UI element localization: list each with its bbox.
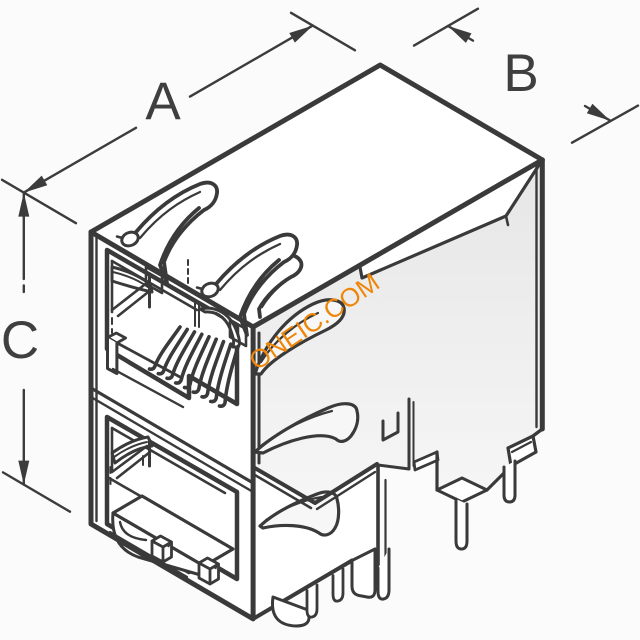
- dimension-b: [446, 24, 612, 122]
- drawing-path: [106, 331, 127, 345]
- drawing-path: [350, 547, 377, 562]
- drawing-path: [208, 342, 233, 404]
- extension-line: [570, 104, 640, 144]
- drawing-path: [111, 494, 235, 568]
- drawing-path: [110, 259, 199, 312]
- rj45-port-top: [104, 247, 241, 409]
- right-face-details: [251, 158, 544, 551]
- connector-top-face: [91, 65, 543, 327]
- drawing-path: [251, 472, 313, 510]
- drawing-root: A B C ONEIC.COM: [0, 7, 640, 628]
- dimension-annotations: A B C: [0, 7, 640, 513]
- drawing-path: [156, 327, 189, 376]
- drawing-path: [89, 395, 255, 494]
- dimension-c: [18, 191, 30, 486]
- drawing-path: [107, 476, 144, 499]
- drawing-path: [259, 311, 320, 364]
- drawing-path: [110, 444, 152, 480]
- base-details: [251, 463, 391, 628]
- drawing-path: [113, 441, 148, 458]
- drawing-path: [106, 336, 119, 375]
- plastic-pin: [331, 567, 345, 603]
- drawing-path: [376, 463, 411, 471]
- drawing-path: [147, 325, 182, 371]
- arrowhead: [18, 460, 30, 485]
- drawing-path: [165, 330, 197, 381]
- extension-line: [1, 471, 72, 513]
- top-face-details: [115, 180, 304, 348]
- connector-base-block: [253, 465, 378, 619]
- drawing-path: [89, 386, 255, 485]
- drawing-path: [214, 232, 299, 337]
- drawing-path: [251, 558, 354, 621]
- plastic-pin: [376, 547, 391, 601]
- drawing-path: [251, 462, 379, 505]
- drawing-path: [218, 242, 282, 292]
- dimension-label-b: B: [503, 44, 538, 103]
- drawing-path: [88, 229, 256, 622]
- body-edges: [88, 62, 545, 622]
- drawing-path: [108, 530, 189, 579]
- arrowhead: [448, 26, 472, 43]
- drawing-path: [197, 556, 220, 586]
- drawing-path: [200, 339, 226, 399]
- drawing-path: [134, 180, 219, 285]
- extension-line: [289, 11, 357, 52]
- drawing-path: [118, 520, 148, 542]
- drawing-path: [504, 214, 510, 227]
- latch-wing: [115, 180, 219, 295]
- drawing-path: [110, 426, 227, 495]
- dimension-a: [22, 24, 314, 194]
- extension-line: [0, 178, 78, 225]
- plastic-pin: [305, 583, 319, 619]
- drawing-path: [110, 280, 154, 318]
- drawing-ellipse: [120, 230, 140, 248]
- drawing-path: [253, 402, 360, 455]
- drawing-path: [173, 332, 204, 385]
- arrowhead: [23, 175, 48, 193]
- extension-line: [412, 7, 480, 47]
- plastic-post: [350, 547, 377, 599]
- front-face-details: [89, 235, 255, 586]
- drawing-path: [358, 158, 544, 280]
- drawing-path: [138, 190, 202, 240]
- drawing-path: [191, 337, 218, 395]
- drawing-path: [182, 335, 211, 390]
- solder-pin: [454, 497, 469, 551]
- drawing-path: [117, 342, 182, 379]
- solder-pin: [502, 459, 517, 504]
- arrowhead: [289, 25, 313, 43]
- drawing-path: [260, 409, 334, 447]
- arrowhead: [18, 192, 30, 217]
- shield-punched-tab: [381, 411, 400, 442]
- drawing-path: [510, 440, 533, 454]
- drawing-ellipse: [200, 281, 220, 299]
- dimension-label-c: C: [1, 311, 39, 370]
- drawing-path: [315, 470, 377, 511]
- arrowhead: [586, 103, 611, 121]
- drawing-path: [111, 367, 185, 409]
- drawing-path: [260, 276, 292, 309]
- latch-wing: [195, 232, 304, 348]
- emi-finger-scoops: [253, 298, 360, 537]
- drawing-path: [217, 344, 240, 408]
- rj45-port-bottom: [104, 414, 240, 586]
- dimension-label-a: A: [145, 72, 181, 131]
- drawing-path: [360, 159, 543, 278]
- drawing-path: [264, 495, 324, 522]
- drawing-path: [253, 298, 346, 376]
- wing-slot: [228, 318, 248, 348]
- drawing-path: [88, 62, 545, 235]
- contact-comb: [147, 325, 240, 408]
